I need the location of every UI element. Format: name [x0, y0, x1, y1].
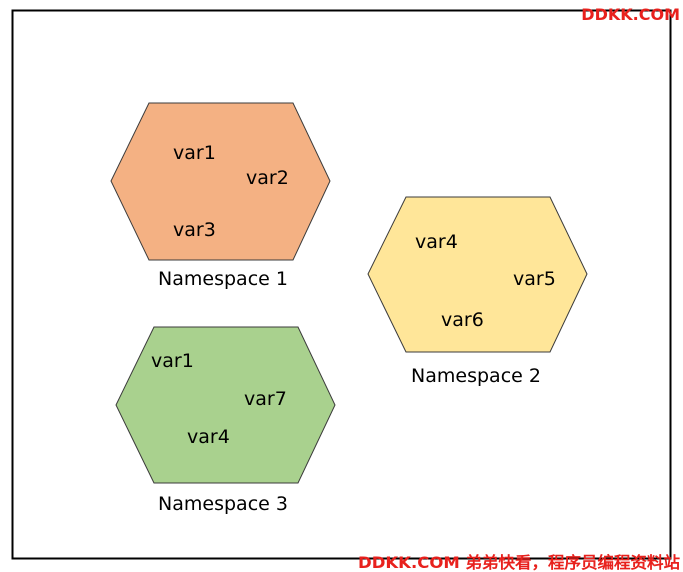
namespace-3-hexagon: [115, 326, 336, 484]
namespace-2-hexagon: [367, 196, 588, 353]
namespace-3: var1 var7 var4 Namespace 3: [115, 326, 336, 515]
namespace-3-var-1: var1: [151, 350, 194, 372]
watermark-top: DDKK.COM: [581, 5, 680, 24]
namespace-1-hexagon: [110, 102, 331, 261]
namespace-2-var-5: var5: [513, 268, 556, 290]
namespace-2-var-6: var6: [441, 309, 484, 331]
namespace-1-var-2: var2: [246, 167, 289, 189]
namespace-3-label: Namespace 3: [158, 493, 288, 515]
namespace-2-var-4: var4: [415, 231, 458, 253]
namespace-1-var-1: var1: [173, 142, 216, 164]
watermark-bottom: DDKK.COM 弟弟快看，程序员编程资料站: [358, 553, 680, 572]
namespace-2: var4 var5 var6 Namespace 2: [367, 196, 588, 387]
namespace-3-var-7: var7: [244, 388, 287, 410]
namespace-2-label: Namespace 2: [411, 365, 541, 387]
namespace-1-label: Namespace 1: [158, 268, 288, 290]
namespace-1-var-3: var3: [173, 219, 216, 241]
namespace-3-var-4: var4: [187, 426, 230, 448]
namespace-1: var1 var2 var3 Namespace 1: [110, 102, 331, 290]
